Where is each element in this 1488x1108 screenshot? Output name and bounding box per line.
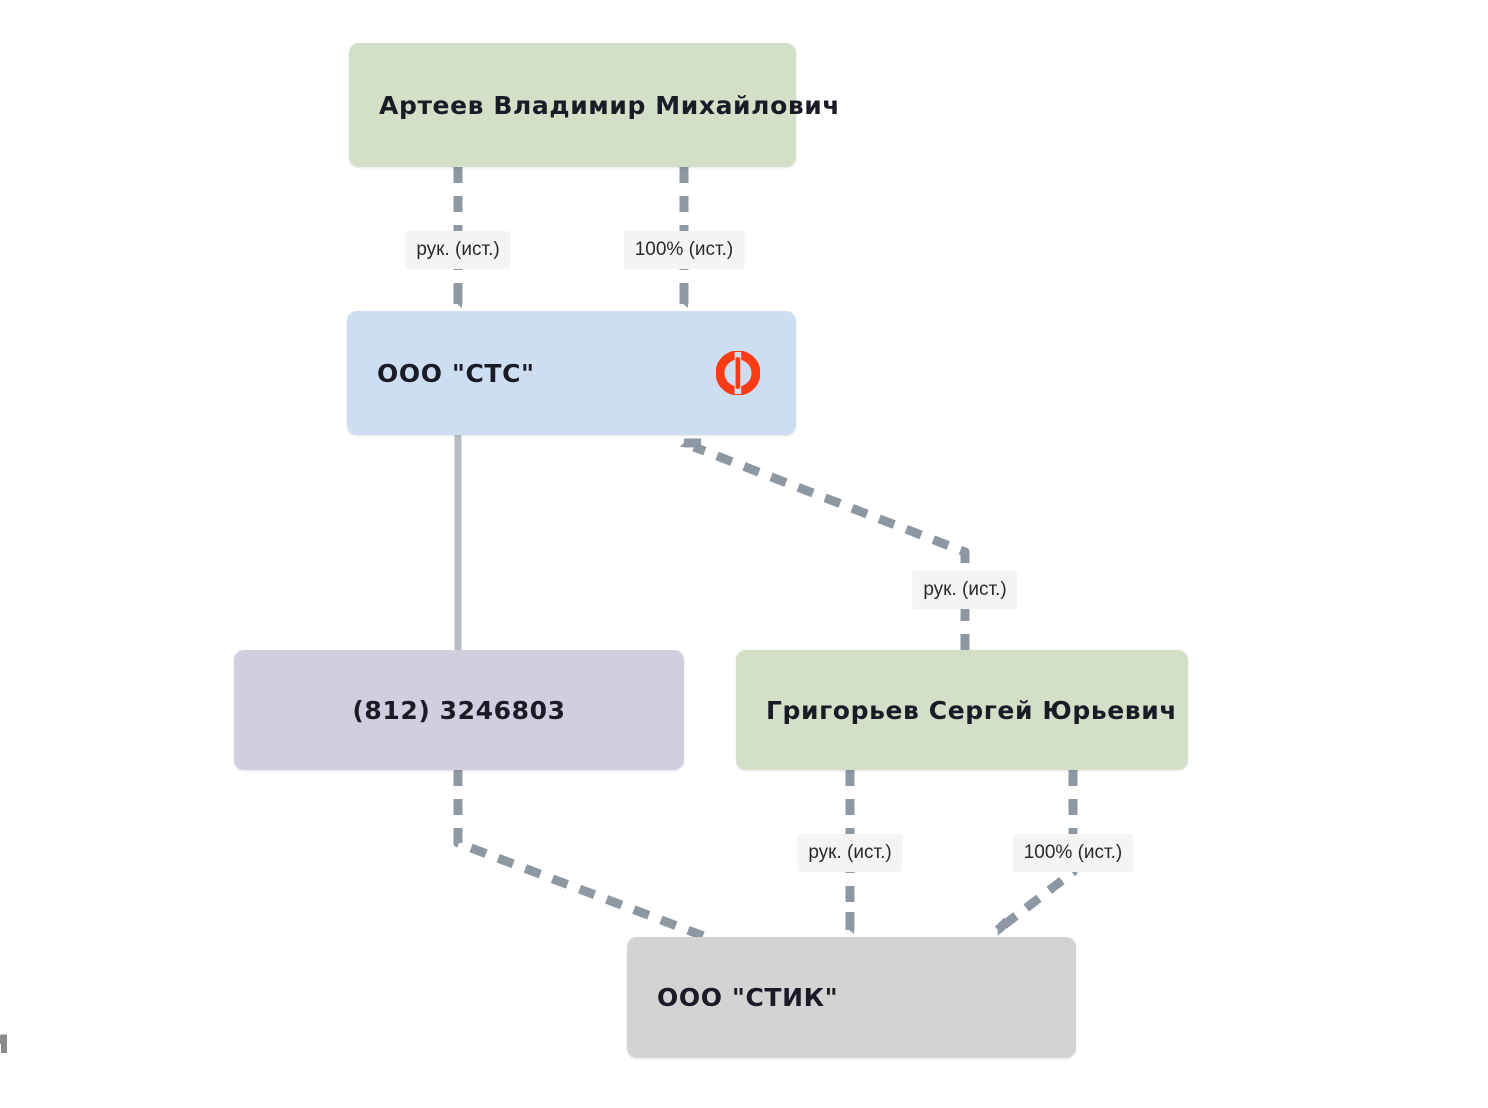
edge-phone-stik bbox=[453, 770, 708, 942]
edge-grigoriev-sts bbox=[679, 438, 970, 650]
node-company-sts[interactable]: ООО "СТС" bbox=[347, 311, 796, 435]
clipped-text-artifact: и bbox=[0, 1022, 10, 1062]
node-company-stik[interactable]: ООО "СТИК" bbox=[627, 937, 1076, 1058]
company-logo-icon bbox=[716, 351, 760, 395]
edge-label-grigoriev-stik-head: рук. (ист.) bbox=[797, 834, 903, 872]
edge-label-arteev-sts-owner: 100% (ист.) bbox=[623, 231, 745, 269]
edge-label-arteev-sts-head: рук. (ист.) bbox=[405, 231, 511, 269]
edge-grigoriev-stik-owner bbox=[994, 770, 1078, 936]
node-label: Григорьев Сергей Юрьевич bbox=[766, 695, 1178, 725]
node-person-arteev[interactable]: Артеев Владимир Михайлович bbox=[349, 43, 840, 167]
edge-label-grigoriev-sts: рук. (ист.) bbox=[912, 571, 1018, 609]
node-label: ООО "СТИК" bbox=[657, 983, 839, 1012]
node-label: ООО "СТС" bbox=[377, 358, 535, 388]
edge-label-grigoriev-stik-owner: 100% (ист.) bbox=[1012, 834, 1134, 872]
node-person-grigoriev[interactable]: Григорьев Сергей Юрьевич bbox=[736, 650, 1188, 770]
node-label: Артеев Владимир Михайлович bbox=[379, 90, 841, 120]
node-label: (812) 3246803 bbox=[352, 695, 566, 725]
node-phone-number[interactable]: (812) 3246803 bbox=[234, 650, 684, 770]
